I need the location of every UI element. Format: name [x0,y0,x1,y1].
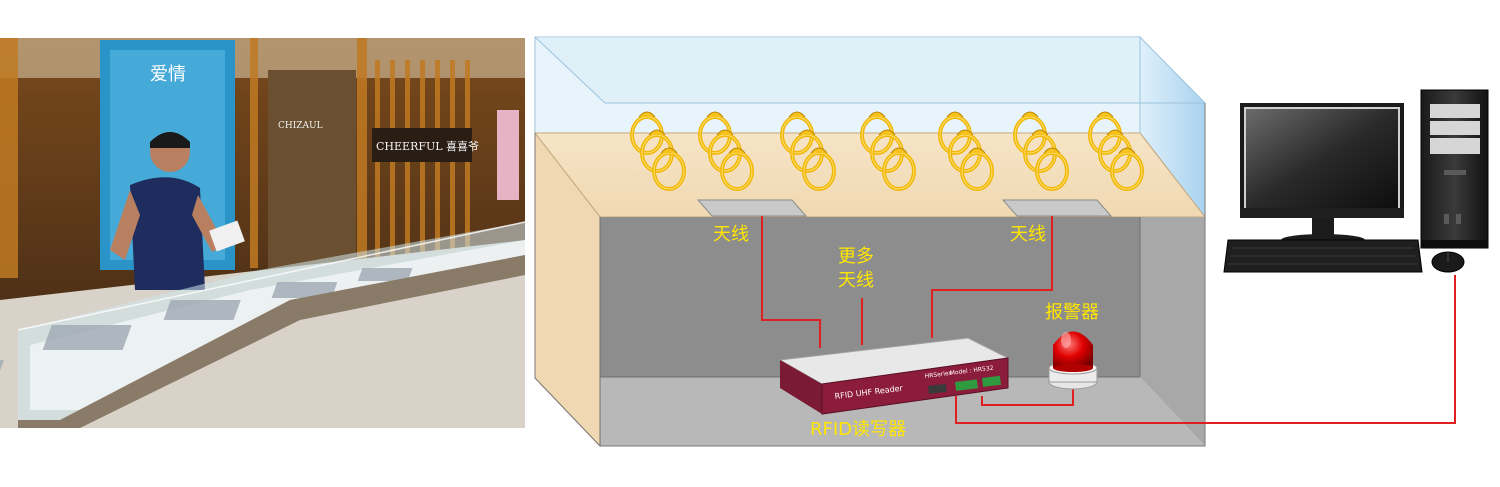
desktop-computer-icon [1223,89,1489,273]
glass-counter [0,221,526,428]
rfid-reader: RFID UHF Reader HRSeries Model : HR532 [778,337,1010,415]
more-antennas-label-line1: 更多 [838,246,874,267]
beacon-icon [1048,331,1098,390]
store-sign-small: CHIZAUL [278,121,323,131]
cables [761,216,1456,424]
antenna-right-label: 天线 [1010,224,1046,245]
cable-antenna-left [761,216,821,348]
store-sign: CHEERFUL 喜喜爷 [376,139,479,153]
store-photo: 爱情 CHIZAUL CHEERFUL 喜喜爷 [0,38,526,428]
alarm-label: 报警器 [1045,302,1099,323]
poster-text: 爱情 [150,64,186,85]
cable-computer [955,275,1456,424]
person [110,132,245,290]
reader-label: RFID读写器 [810,419,906,440]
antenna-left-label: 天线 [713,224,749,245]
antenna-pad-left [696,199,808,217]
reader-series: HRSeries [924,370,952,380]
more-antennas-label-line2: 天线 [838,270,874,291]
cable-alarm [981,385,1074,406]
cable-antenna-right [931,216,1053,338]
display-cabinet: 天线 天线 更多 天线 报警器 RFID读写器 RFID UHF Reader … [533,35,1456,448]
antenna-pad-right [1001,199,1113,217]
